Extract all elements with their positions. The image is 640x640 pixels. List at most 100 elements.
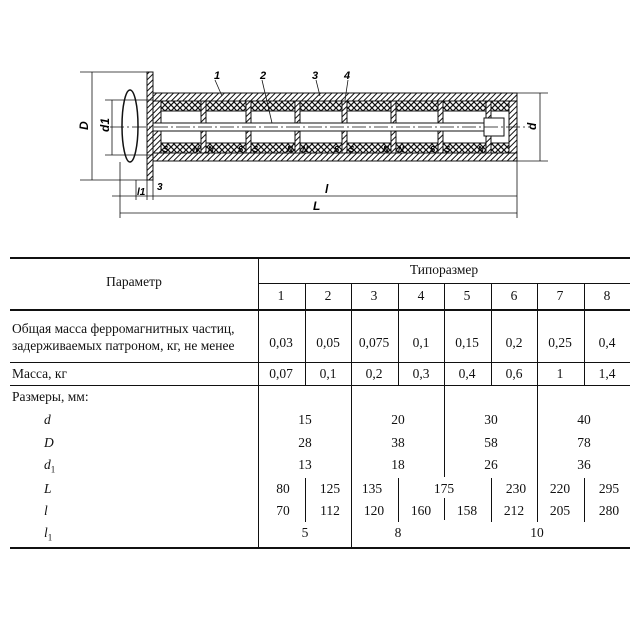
cell: 205 bbox=[549, 503, 571, 518]
cell: 158 bbox=[456, 503, 478, 518]
cell: 0,03 bbox=[269, 335, 293, 350]
pole-label: N bbox=[383, 145, 389, 154]
size-5: 5 bbox=[463, 288, 471, 303]
dims-label: Размеры, мм: bbox=[12, 389, 89, 404]
d1-subscript: 1 bbox=[50, 464, 56, 475]
cell: 0,2 bbox=[365, 366, 383, 381]
size-3: 3 bbox=[370, 288, 378, 303]
d1-letter: d bbox=[44, 457, 51, 472]
cell: 20 bbox=[391, 412, 405, 427]
cell: 0,075 bbox=[358, 335, 390, 350]
dim-l: l bbox=[325, 182, 329, 196]
dim-l1-label: l1 bbox=[44, 525, 52, 546]
pole-label: S bbox=[445, 145, 451, 154]
cell: 18 bbox=[391, 457, 405, 472]
l1-subscript: 1 bbox=[47, 532, 53, 543]
cell: 0,15 bbox=[455, 335, 479, 350]
cell: 28 bbox=[298, 435, 312, 450]
row-capacity-label-2: задерживаемых патроном, кг, не менее bbox=[12, 338, 235, 353]
flange bbox=[146, 71, 154, 181]
cell: 10 bbox=[530, 525, 544, 540]
callout-4: 4 bbox=[343, 70, 350, 82]
cell: 0,6 bbox=[505, 366, 523, 381]
pole-label: S bbox=[253, 145, 259, 154]
cell: 230 bbox=[505, 481, 527, 496]
size-6: 6 bbox=[510, 288, 518, 303]
dim-l-label: l bbox=[44, 503, 48, 518]
cell: 1,4 bbox=[598, 366, 616, 381]
cell: 120 bbox=[363, 503, 385, 518]
cell: 8 bbox=[394, 525, 402, 540]
dim-L-label: L bbox=[44, 481, 52, 496]
dim-d: d bbox=[525, 122, 539, 130]
cell: 58 bbox=[484, 435, 498, 450]
pole-label: S bbox=[163, 145, 169, 154]
cell: 1 bbox=[556, 366, 564, 381]
dim-D: D bbox=[77, 121, 91, 130]
cell: 38 bbox=[391, 435, 405, 450]
dim-D-label: D bbox=[44, 435, 54, 450]
tube-outer-top bbox=[152, 92, 518, 102]
cell: 15 bbox=[298, 412, 312, 427]
cell: 220 bbox=[549, 481, 571, 496]
dim-d-label: d bbox=[44, 412, 51, 427]
pole-label: S bbox=[349, 145, 355, 154]
cell: 40 bbox=[577, 412, 591, 427]
cell: 26 bbox=[484, 457, 498, 472]
pole-label: N bbox=[478, 145, 484, 154]
callout-2: 2 bbox=[259, 70, 266, 82]
cell: 0,4 bbox=[458, 366, 476, 381]
cell: 5 bbox=[301, 525, 309, 540]
dim-d1: d1 bbox=[98, 118, 112, 132]
cell: 0,1 bbox=[412, 335, 430, 350]
callout-3-flange: 3 bbox=[157, 182, 163, 193]
cell: 78 bbox=[577, 435, 591, 450]
pole-label: S bbox=[430, 145, 436, 154]
dim-L: L bbox=[313, 199, 320, 213]
cell: 13 bbox=[298, 457, 312, 472]
cell: 175 bbox=[433, 481, 455, 496]
handle bbox=[121, 89, 139, 163]
dim-l1: l1 bbox=[137, 187, 146, 198]
cell: 0,07 bbox=[269, 366, 293, 381]
pole-label: N bbox=[398, 145, 404, 154]
size-7: 7 bbox=[556, 288, 564, 303]
pole-label: S bbox=[334, 145, 340, 154]
size-1: 1 bbox=[277, 288, 285, 303]
callout-1: 1 bbox=[214, 70, 220, 82]
cell: 80 bbox=[276, 481, 290, 496]
cell: 135 bbox=[361, 481, 383, 496]
cell: 0,2 bbox=[505, 335, 523, 350]
callout-3: 3 bbox=[312, 70, 318, 82]
cell: 0,05 bbox=[316, 335, 340, 350]
cell: 280 bbox=[598, 503, 620, 518]
cell: 30 bbox=[484, 412, 498, 427]
tube-outer-bottom bbox=[152, 152, 518, 162]
pole-label: N bbox=[208, 145, 214, 154]
header-type-size: Типоразмер bbox=[409, 262, 479, 277]
size-8: 8 bbox=[603, 288, 611, 303]
cell: 212 bbox=[503, 503, 525, 518]
size-2: 2 bbox=[324, 288, 332, 303]
pole-label: N bbox=[193, 145, 199, 154]
cell: 0,3 bbox=[412, 366, 430, 381]
cell: 295 bbox=[598, 481, 620, 496]
cell: 36 bbox=[577, 457, 591, 472]
row-mass-label: Масса, кг bbox=[12, 366, 67, 381]
header-parameter: Параметр bbox=[106, 274, 162, 289]
pole-label: N bbox=[302, 145, 308, 154]
dim-d1-label: d1 bbox=[44, 457, 55, 478]
l1-letter: l bbox=[44, 525, 48, 540]
cell: 112 bbox=[320, 503, 340, 518]
cell: 0,25 bbox=[548, 335, 572, 350]
cell: 0,4 bbox=[598, 335, 616, 350]
cell: 0,1 bbox=[319, 366, 337, 381]
pole-label: S bbox=[238, 145, 244, 154]
row-capacity-label-1: Общая масса ферромагнитных частиц, bbox=[12, 321, 235, 336]
pole-label: N bbox=[287, 145, 293, 154]
cell: 160 bbox=[410, 503, 432, 518]
size-4: 4 bbox=[417, 288, 425, 303]
cell: 125 bbox=[319, 481, 341, 496]
